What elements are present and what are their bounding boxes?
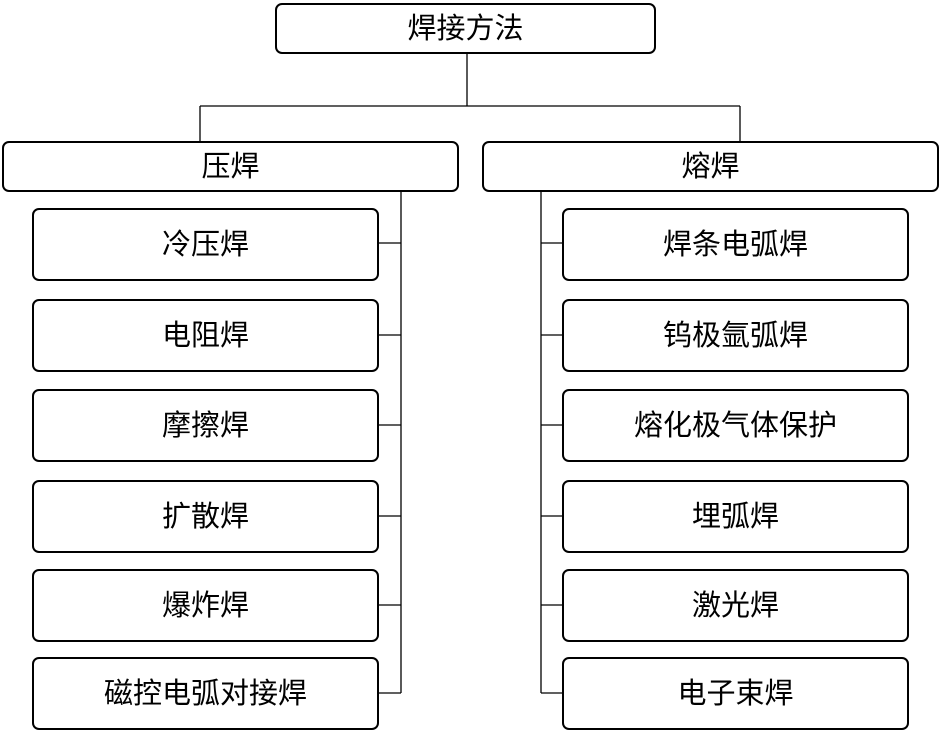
pressure-method-node: 扩散焊 (32, 480, 379, 553)
fusion-method-node: 激光焊 (562, 569, 909, 642)
fusion-method-node: 电子束焊 (562, 657, 909, 730)
method-label: 摩擦焊 (161, 408, 249, 442)
fusion-method-node: 熔化极气体保护 (562, 389, 909, 462)
method-label: 冷压焊 (161, 227, 249, 261)
pressure-method-node: 磁控电弧对接焊 (32, 657, 379, 730)
category-fusion-welding: 熔焊 (482, 141, 939, 192)
method-label: 磁控电弧对接焊 (103, 676, 307, 710)
method-label: 熔化极气体保护 (633, 408, 837, 442)
fusion-method-node: 钨极氩弧焊 (562, 299, 909, 372)
fusion-method-node: 焊条电弧焊 (562, 208, 909, 281)
pressure-method-node: 冷压焊 (32, 208, 379, 281)
fusion-method-node: 埋弧焊 (562, 480, 909, 553)
method-label: 埋弧焊 (691, 499, 779, 533)
root-node-label: 焊接方法 (407, 11, 524, 45)
category-label: 熔焊 (681, 149, 740, 183)
method-label: 爆炸焊 (161, 588, 249, 622)
method-label: 激光焊 (691, 588, 779, 622)
method-label: 电子束焊 (677, 676, 794, 710)
method-label: 焊条电弧焊 (662, 227, 808, 261)
pressure-method-node: 爆炸焊 (32, 569, 379, 642)
root-node-welding-methods: 焊接方法 (275, 3, 656, 54)
pressure-method-node: 摩擦焊 (32, 389, 379, 462)
method-label: 扩散焊 (161, 499, 249, 533)
pressure-method-node: 电阻焊 (32, 299, 379, 372)
method-label: 电阻焊 (161, 318, 249, 352)
method-label: 钨极氩弧焊 (662, 318, 808, 352)
category-label: 压焊 (201, 149, 260, 183)
category-pressure-welding: 压焊 (2, 141, 459, 192)
